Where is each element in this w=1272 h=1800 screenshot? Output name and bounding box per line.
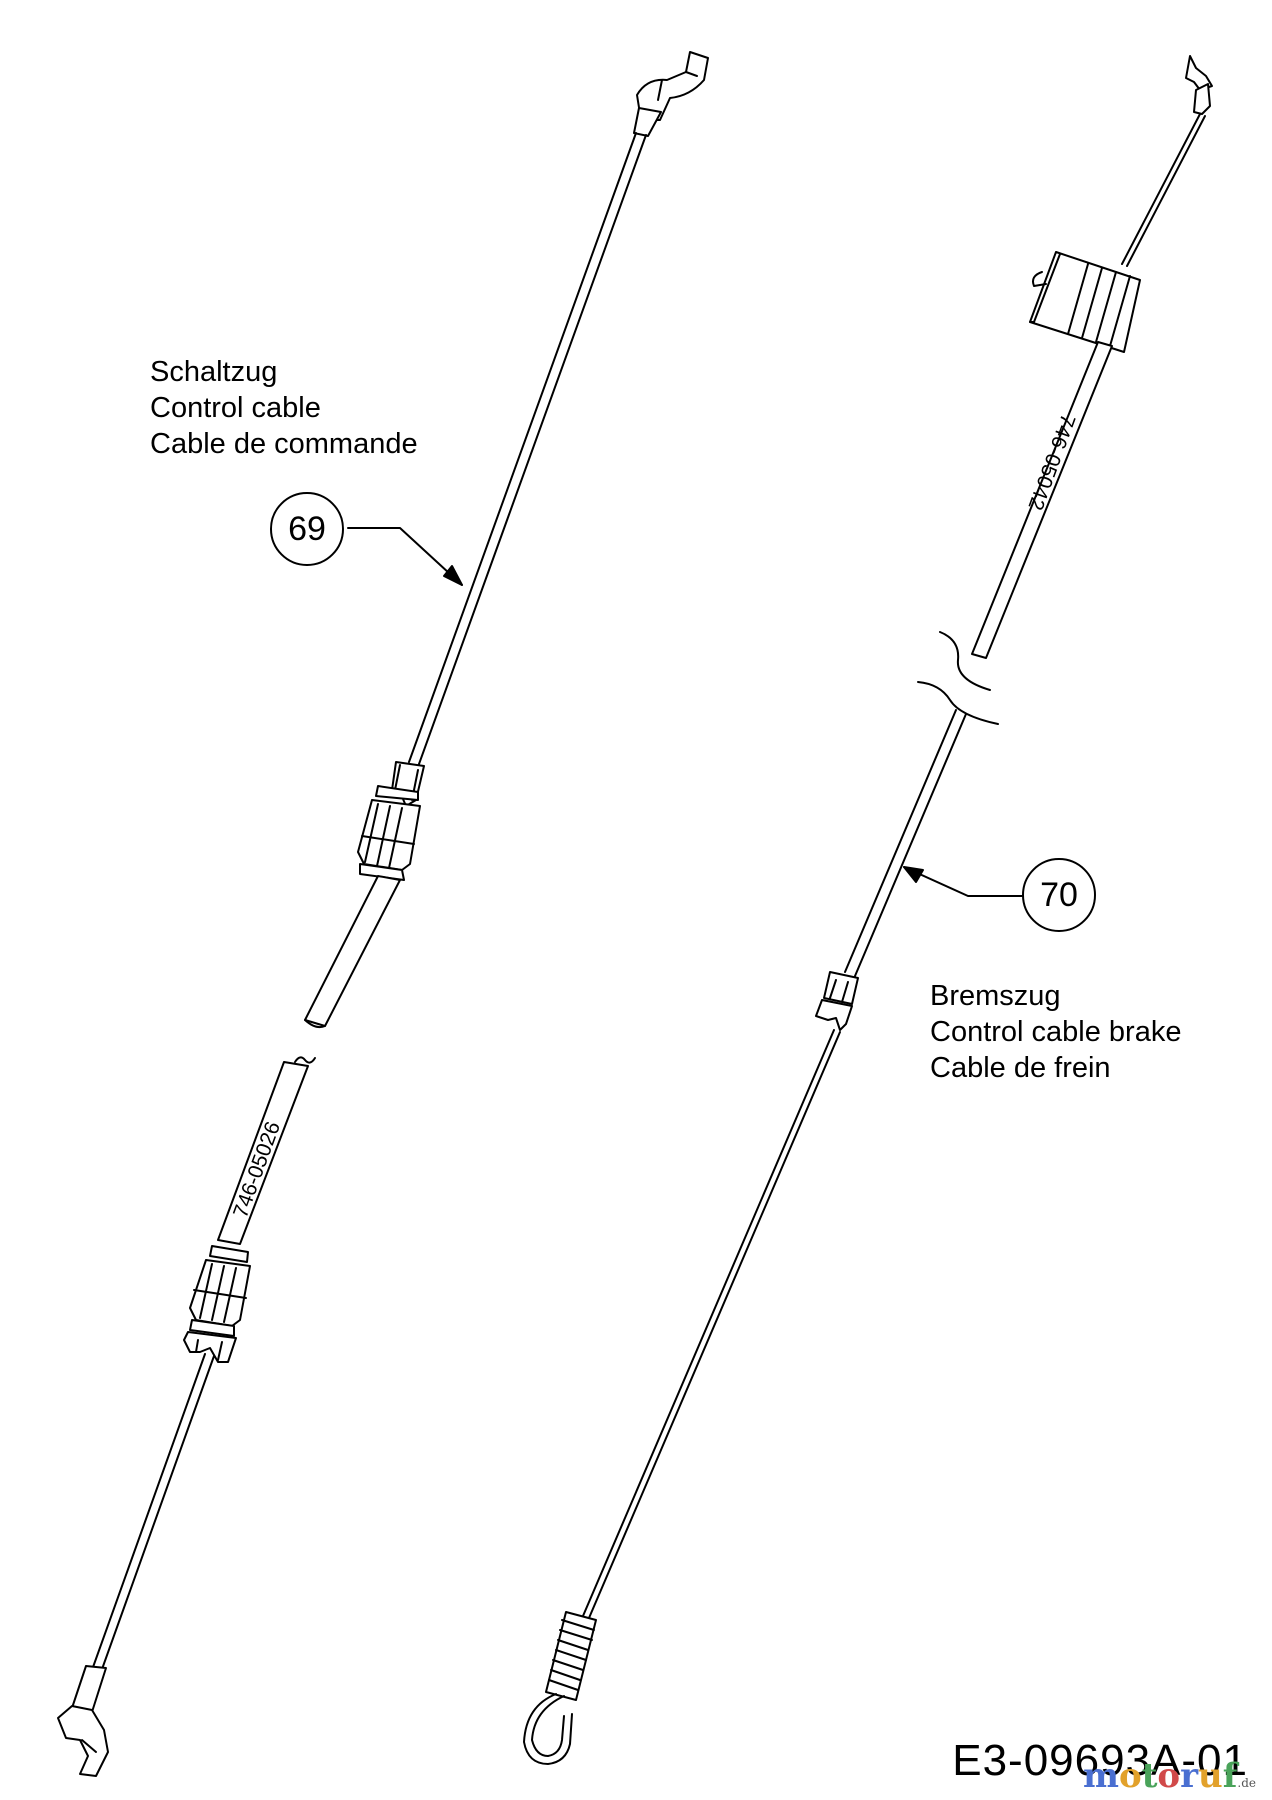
part-70-name-fr: Cable de frein <box>930 1052 1111 1084</box>
cable-70-end-hook <box>523 1693 573 1765</box>
callout-69: 69 <box>270 492 344 566</box>
cable-69-code-group: 746-05026 <box>229 1119 285 1221</box>
part-69-name-fr: Cable de commande <box>150 428 418 460</box>
control-cable-69: 746-05026 <box>57 51 709 1777</box>
cable-69-upper-fitting <box>357 761 425 881</box>
part-69-name-de: Schaltzug <box>150 356 278 388</box>
cable-69-lower-conduit <box>217 1061 309 1245</box>
cable-69-lower-fitting <box>183 1245 251 1363</box>
part-70-label: Bremszug Control cable brake Cable de fr… <box>930 978 1181 1086</box>
watermark-logo: motoruf.de <box>1083 1756 1256 1796</box>
cable-69-part-code: 746-05026 <box>229 1119 285 1221</box>
cable-69-bottom-hook <box>57 1705 109 1777</box>
cable-70-code-group: 746-05042 <box>1023 411 1079 513</box>
cable-70-part-code: 746-05042 <box>1023 411 1079 513</box>
cable-69-bottom-sleeve <box>71 1665 107 1713</box>
part-69-name-en: Control cable <box>150 392 321 424</box>
callout-70-leader <box>903 866 1023 897</box>
part-69-label: Schaltzug Control cable Cable de command… <box>150 354 418 462</box>
cable-70-top-hook <box>1185 55 1213 115</box>
callout-70: 70 <box>1022 858 1096 932</box>
cable-69-upper-conduit <box>304 875 401 1027</box>
part-70-name-en: Control cable brake <box>930 1016 1182 1048</box>
cable-70-fitting <box>815 971 859 1031</box>
cable-69-top-sleeve <box>633 107 662 137</box>
cable-70-clamp-block <box>1029 251 1141 353</box>
drawing-id: E3-09693A-01 <box>952 1736 1248 1785</box>
part-70-name-de: Bremszug <box>930 980 1061 1012</box>
cable-70-upper-conduit <box>971 341 1113 659</box>
cable-69-top-hook <box>636 51 709 121</box>
brake-cable-70: 746-05042 <box>523 55 1213 1765</box>
cable-70-spring-end <box>545 1611 597 1701</box>
callout-69-leader <box>347 527 463 586</box>
